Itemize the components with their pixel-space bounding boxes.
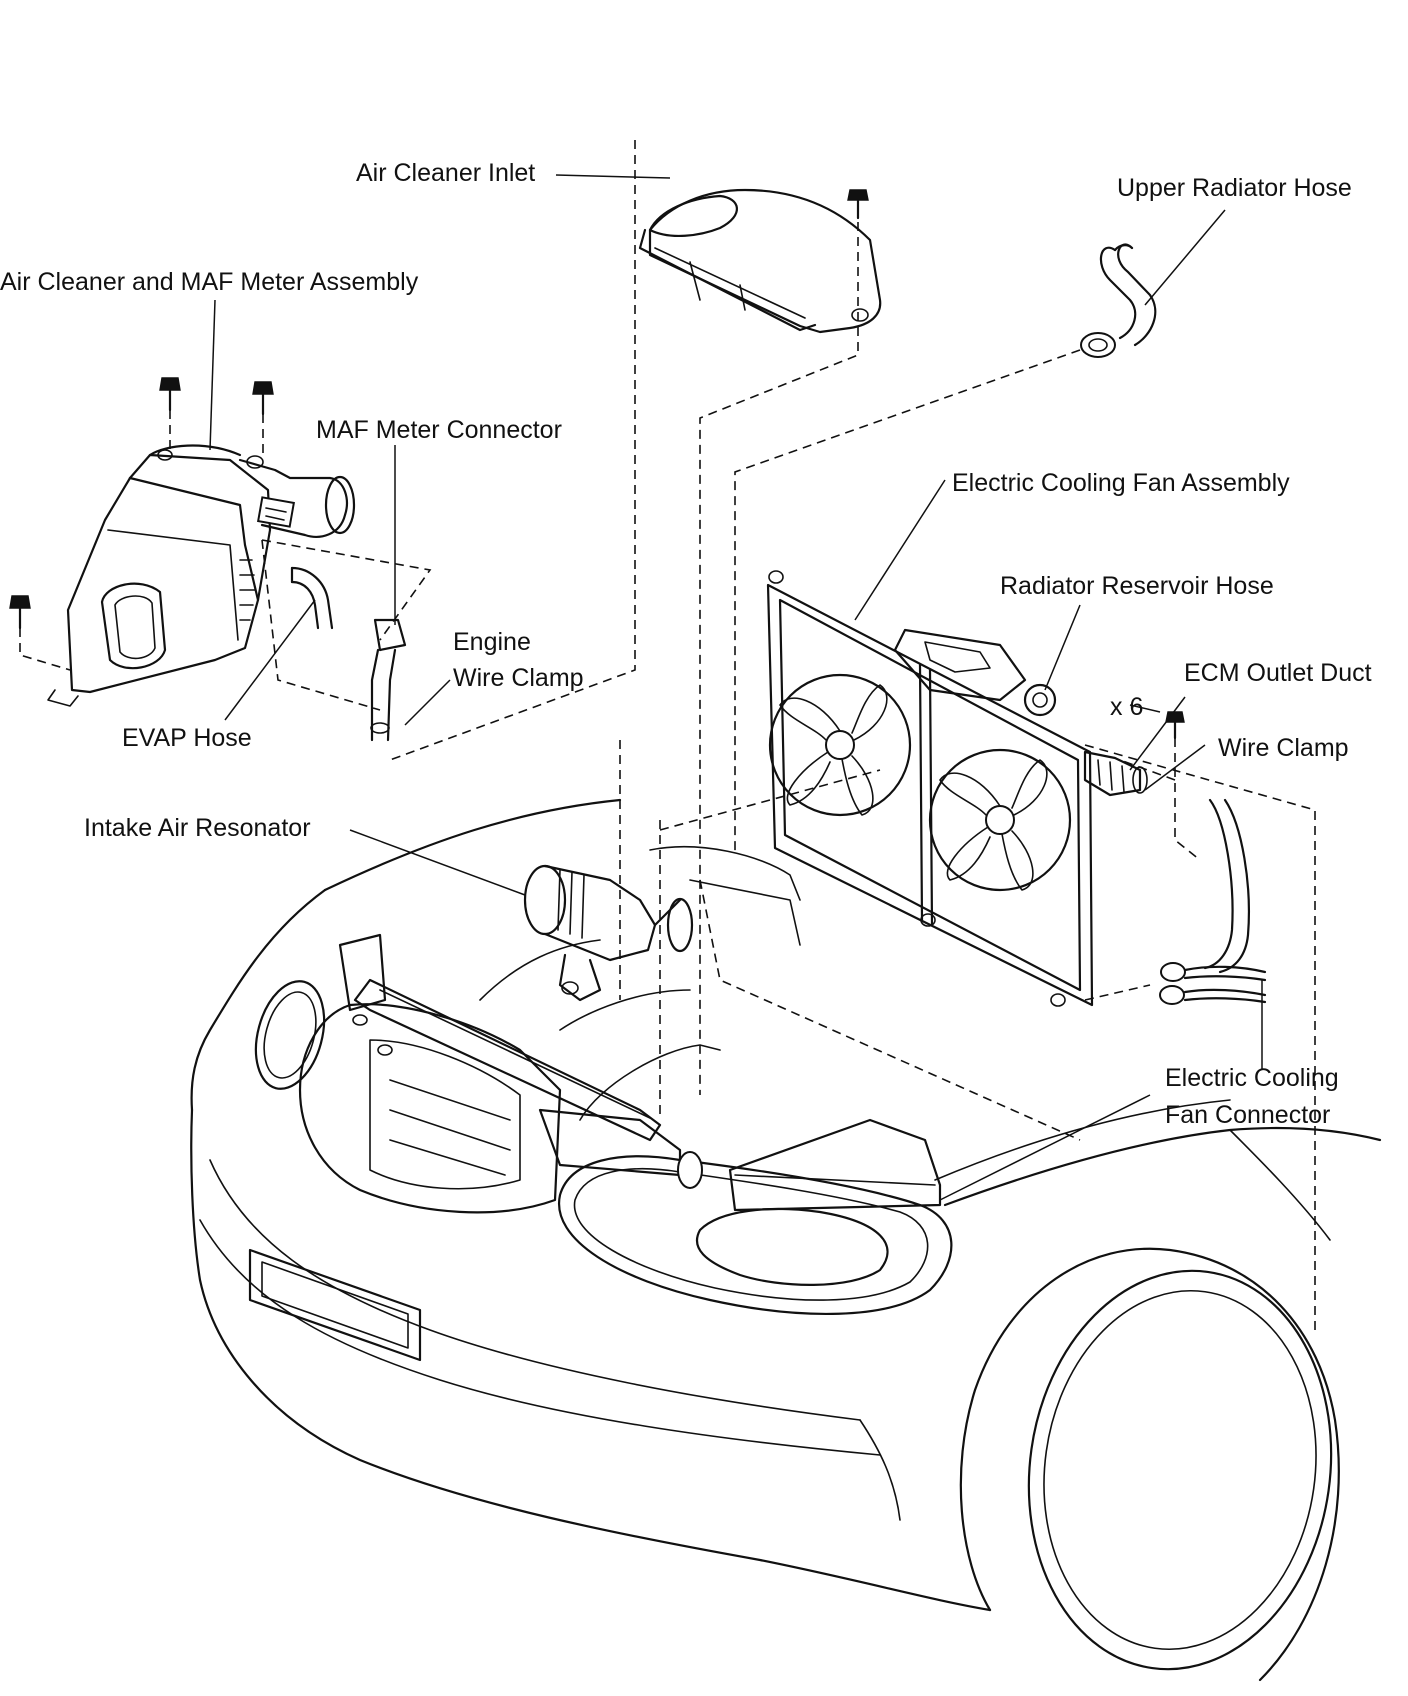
air-cleaner-inlet-part <box>638 188 882 334</box>
label-wire-clamp: Wire Clamp <box>1218 734 1349 762</box>
screw-icon <box>159 377 181 412</box>
vehicle-front-end-drawing <box>190 798 1382 1682</box>
cooling-fan-connector-part <box>1159 798 1267 1005</box>
label-radiator-reservoir-hose: Radiator Reservoir Hose <box>1000 572 1274 600</box>
label-electric-cooling-fan-connector-line2: Fan Connector <box>1165 1101 1331 1129</box>
screw-icon <box>252 381 274 416</box>
label-electric-cooling-fan-assembly: Electric Cooling Fan Assembly <box>952 469 1290 497</box>
intake-air-resonator-part <box>523 864 694 1002</box>
label-air-cleaner-inlet: Air Cleaner Inlet <box>356 159 536 187</box>
alignment-lines <box>19 140 1316 1335</box>
ecm-outlet-duct-part <box>1083 711 1185 797</box>
label-electric-cooling-fan-connector-line1: Electric Cooling <box>1165 1064 1339 1092</box>
screw-icon <box>9 595 31 630</box>
screw-icon <box>847 189 869 220</box>
label-engine-wire-clamp-line2: Wire Clamp <box>453 664 584 692</box>
label-evap-hose: EVAP Hose <box>122 724 252 752</box>
label-air-cleaner-maf-assembly: Air Cleaner and MAF Meter Assembly <box>0 268 419 296</box>
engine-wire-clamp-part <box>370 618 407 742</box>
electric-cooling-fan-assembly-part <box>766 570 1094 1007</box>
label-maf-meter-connector: MAF Meter Connector <box>316 416 562 444</box>
leader-lines <box>209 174 1263 1201</box>
label-engine-wire-clamp-line1: Engine <box>453 628 531 656</box>
air-cleaner-maf-assembly-part <box>47 444 356 707</box>
label-intake-air-resonator: Intake Air Resonator <box>84 814 311 842</box>
label-ecm-outlet-duct: ECM Outlet Duct <box>1184 659 1372 687</box>
label-upper-radiator-hose: Upper Radiator Hose <box>1117 174 1352 202</box>
screw-icon <box>1165 711 1185 740</box>
label-quantity-x6: x 6 <box>1110 693 1144 721</box>
upper-radiator-hose-part <box>1080 243 1157 358</box>
evap-hose-part <box>290 566 334 630</box>
